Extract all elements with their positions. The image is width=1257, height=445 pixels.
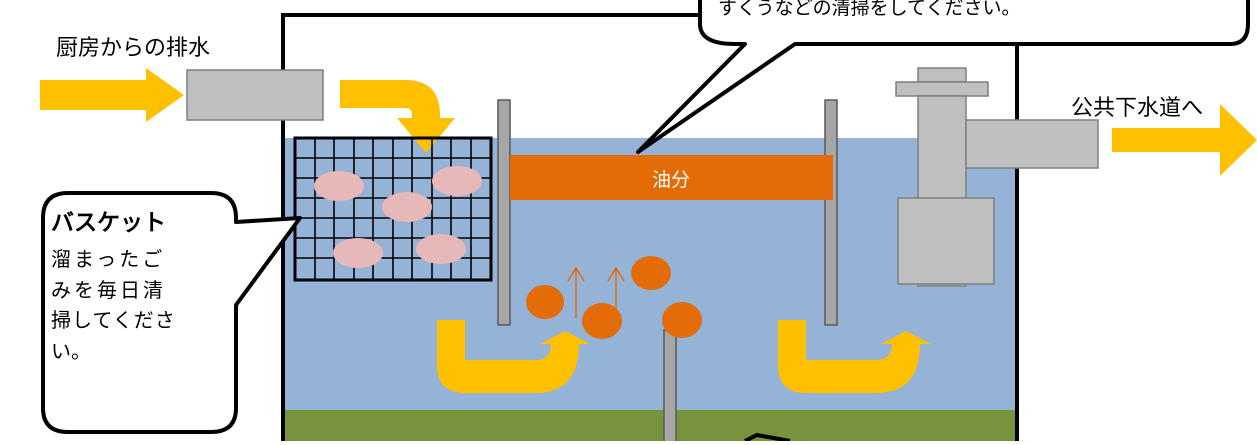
baffle-bottom	[663, 329, 677, 445]
bottom-leader-line	[744, 432, 791, 443]
basket	[293, 136, 493, 282]
basket-callout-line-4: い。	[51, 339, 91, 363]
basket-callout-bubble	[41, 191, 302, 434]
baffle-right	[824, 99, 838, 326]
flow-arrow-u-left	[437, 320, 590, 393]
outlet-label: 公共下水道へ	[1071, 96, 1203, 121]
inlet-flow-arrow	[40, 68, 184, 122]
outlet-pipe	[895, 67, 1099, 287]
oil-droplet	[582, 303, 622, 339]
basket-inflow-arrow	[340, 80, 455, 153]
inlet-label: 厨房からの排水	[56, 36, 210, 61]
basket-callout-line-2: みを毎日清	[51, 278, 166, 302]
oil-droplet	[526, 285, 564, 319]
top-callout-text: すくうなどの清掃をしてください。	[718, 0, 1020, 19]
oil-layer	[510, 155, 833, 200]
debris	[333, 238, 383, 268]
basket-callout-line-1: 溜まったご	[51, 247, 165, 271]
inlet-pipe	[186, 69, 324, 121]
debris	[432, 166, 482, 196]
debris	[416, 234, 466, 264]
flow-arrow-u-right	[778, 320, 931, 393]
oil-label: 油分	[652, 169, 690, 191]
basket-callout-title: バスケット	[51, 210, 166, 236]
debris	[382, 192, 432, 222]
outlet-flow-arrow	[1112, 104, 1257, 176]
basket-callout-line-3: 掃してくださ	[51, 308, 176, 332]
oil-droplet	[662, 302, 702, 338]
rising-oil-arrows	[567, 266, 625, 318]
top-callout-bubble	[636, 0, 1250, 154]
oil-droplet	[631, 256, 671, 290]
debris	[314, 171, 364, 201]
baffle-left	[497, 99, 511, 326]
sludge-layer	[283, 410, 1017, 441]
